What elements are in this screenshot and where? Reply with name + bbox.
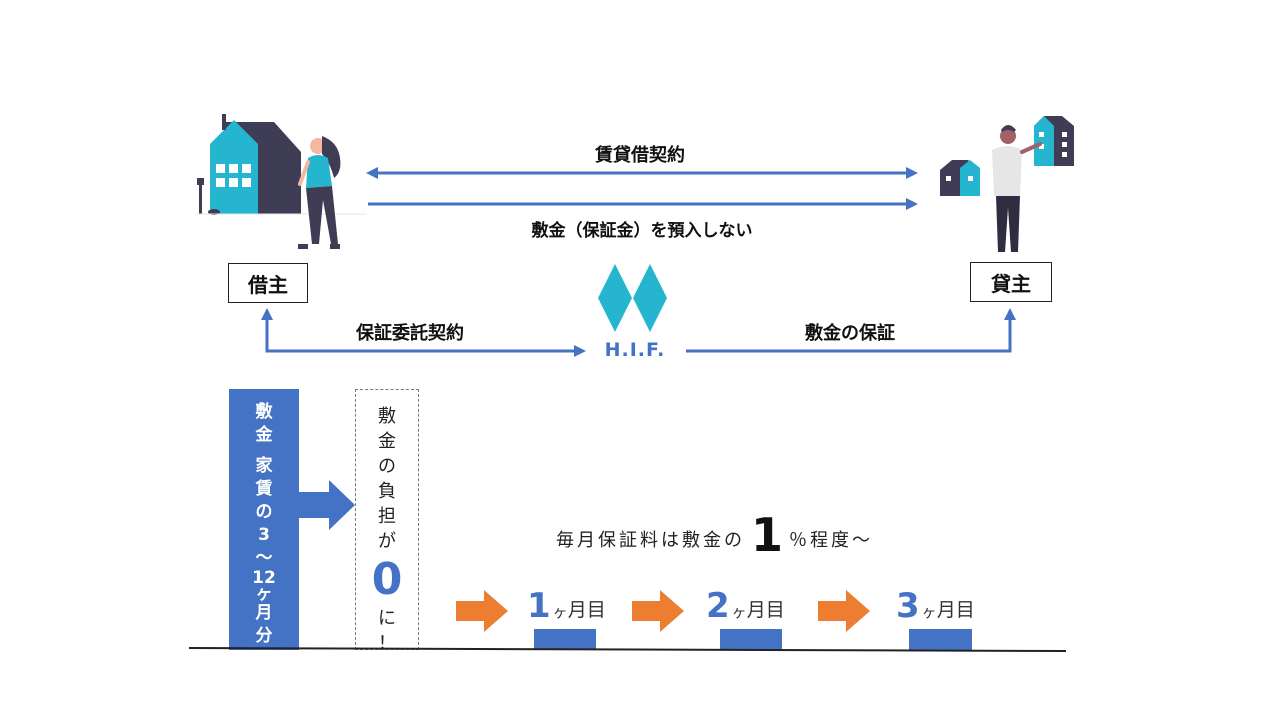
month-number: 1 [527, 586, 551, 626]
month-2-label: 2 ヶ 月目 [706, 584, 785, 624]
zero-burden-box: 敷 金 の 負 担 が 0 に ！ [355, 389, 419, 654]
deposit-guarantee-arrow-icon [686, 308, 1016, 353]
month-unit: 月目 [567, 599, 606, 621]
zero-box-char: 担 [378, 506, 396, 527]
month-unit: 月目 [746, 599, 785, 621]
column-char: ヶ [255, 584, 273, 604]
month-ke: ヶ [552, 603, 568, 621]
month-ke: ヶ [921, 603, 937, 621]
borrower-box: 借主 [228, 263, 308, 303]
column-char: 家 [255, 456, 273, 476]
deposit-guarantee-label: 敷金の保証 [805, 323, 895, 344]
timeline-baseline [188, 647, 1067, 652]
guarantee-contract-arrow-icon [261, 308, 586, 357]
orange-arrow-icon [632, 590, 684, 632]
orange-arrow-icon [818, 590, 870, 632]
monthly-fee-text: 毎月保証料は敷金の 1 ％程度～ [556, 508, 874, 562]
hif-logo-text: H.I.F. [604, 339, 666, 361]
borrower-label: 借主 [248, 272, 288, 297]
column-char: 金 [255, 425, 273, 445]
column-char: 賃 [255, 479, 273, 499]
zero-box-char: 負 [378, 481, 396, 502]
lender-box: 貸主 [970, 262, 1052, 302]
month-1-label: 1 ヶ 月目 [527, 584, 606, 624]
column-char: 3 [258, 525, 270, 545]
month-3-bar [909, 629, 972, 650]
deposit-amount-column: 敷 金 家 賃 の 3 ～ 12 ヶ 月 分 [229, 389, 299, 650]
month-3-label: 3 ヶ 月目 [896, 584, 975, 624]
no-deposit-label: 敷金（保証金）を預入しない [531, 221, 753, 241]
fee-suffix: ％程度～ [789, 530, 874, 551]
fee-percent-number: 1 [751, 508, 784, 562]
lender-label: 貸主 [991, 271, 1031, 296]
fee-prefix: 毎月保証料は敷金の [556, 530, 745, 551]
month-unit: 月目 [936, 599, 975, 621]
month-ke: ヶ [731, 603, 747, 621]
zero-value: 0 [371, 554, 403, 605]
month-number: 2 [706, 586, 730, 626]
column-char: 分 [255, 626, 273, 646]
zero-box-char: の [378, 456, 396, 477]
column-char: 敷 [255, 402, 273, 422]
zero-box-char: に [378, 608, 396, 629]
right-arrow-icon [368, 198, 918, 210]
zero-box-char: 敷 [378, 406, 396, 427]
lender-illustration-icon [940, 116, 1074, 252]
orange-arrow-icon [456, 590, 508, 632]
column-char: 月 [255, 603, 273, 623]
month-2-bar [720, 629, 782, 650]
borrower-illustration-icon [196, 114, 366, 249]
column-char: 12 [252, 568, 276, 588]
right-block-arrow-icon [299, 480, 355, 530]
guarantee-contract-label: 保証委託契約 [356, 323, 464, 344]
double-arrow-icon [366, 167, 918, 179]
column-char: ～ [255, 548, 273, 568]
month-number: 3 [896, 586, 920, 626]
hif-logo-icon [598, 264, 667, 332]
zero-box-char: が [378, 531, 396, 552]
zero-box-char: 金 [378, 431, 396, 452]
column-char: の [255, 502, 273, 522]
month-1-bar [534, 629, 596, 650]
rental-contract-label: 賃貸借契約 [595, 145, 685, 166]
